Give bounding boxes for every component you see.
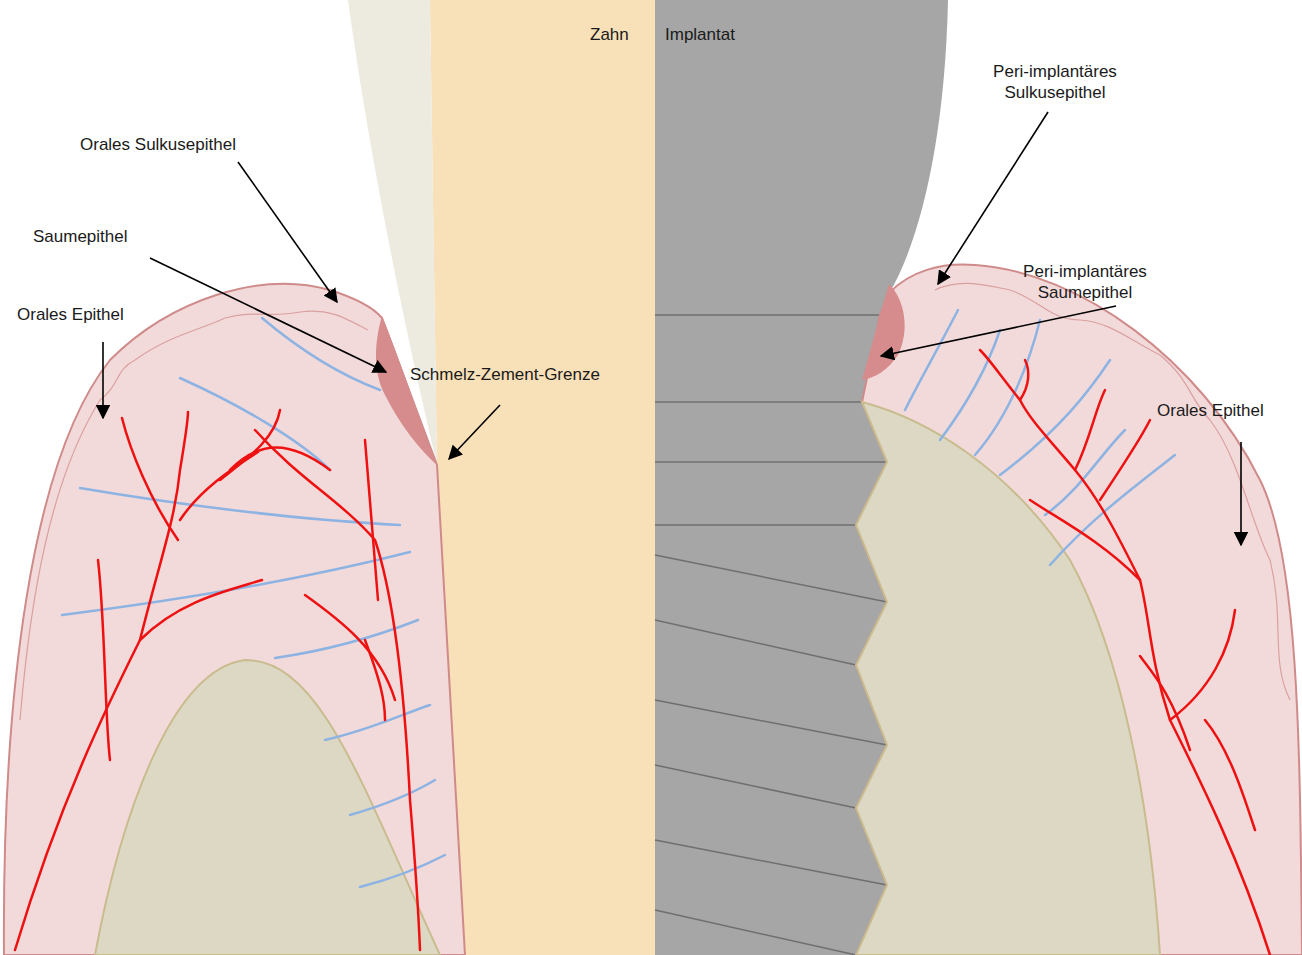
collagen-fibres [62, 310, 1175, 887]
dentin [430, 0, 655, 955]
rete-line [20, 311, 368, 720]
implant-threads [655, 315, 887, 955]
part-label: Orales Epithel [1157, 400, 1264, 421]
bone [95, 660, 440, 955]
part-label: Implantat [665, 24, 735, 45]
leader-arrows [103, 112, 1241, 545]
junctional-epithelium [376, 316, 437, 465]
bone [856, 402, 1160, 955]
gingiva [856, 264, 1302, 955]
part-label: Saumepithel [33, 226, 128, 247]
part-label: Orales Epithel [17, 304, 124, 325]
blood-vessels [15, 350, 1270, 955]
part-label: Schmelz-Zement-Grenze [410, 364, 600, 385]
part-label: Peri-implantäres Sulkusepithel [985, 61, 1125, 103]
part-label: Zahn [590, 24, 629, 45]
gingiva [4, 284, 465, 955]
part-label: Orales Sulkusepithel [80, 134, 236, 155]
peri-implant-epithelium [862, 284, 905, 380]
part-label: Peri-implantäres Saumepithel [1020, 261, 1150, 303]
